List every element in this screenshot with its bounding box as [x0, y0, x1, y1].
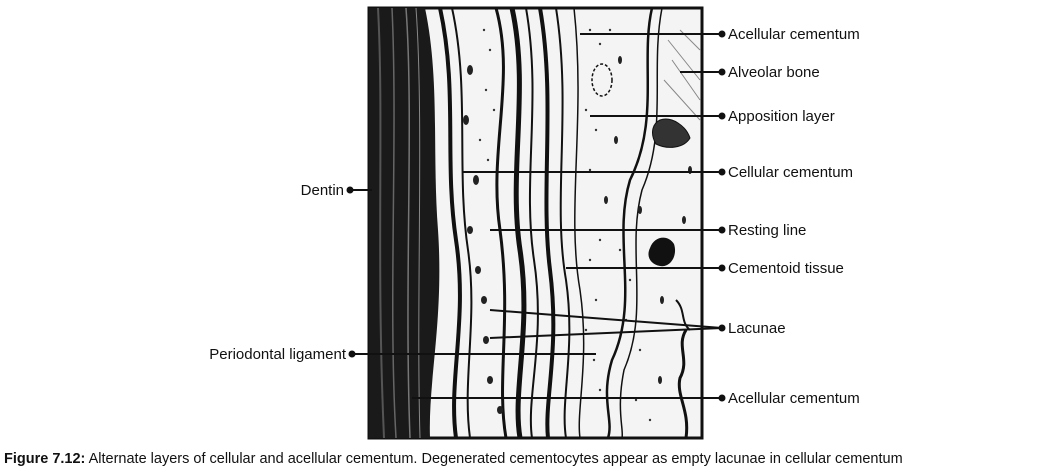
label-resting-line: Resting line	[728, 222, 806, 239]
dentin-region	[369, 8, 440, 438]
label-alveolar-bone: Alveolar bone	[728, 64, 820, 81]
figure-caption: Figure 7.12: Alternate layers of cellula…	[4, 451, 1047, 467]
tissue-illustration	[367, 6, 704, 440]
label-dentin: Dentin	[301, 182, 344, 199]
label-acellular-cementum-top: Acellular cementum	[728, 26, 860, 43]
label-lacunae: Lacunae	[728, 320, 786, 337]
leader-lines	[346, 30, 726, 402]
lacunae-marks	[463, 56, 692, 414]
dark-lacuna-blob	[648, 237, 676, 267]
label-cellular-cementum: Cellular cementum	[728, 164, 853, 181]
label-cementoid-tissue: Cementoid tissue	[728, 260, 844, 277]
caption-text: Alternate layers of cellular and acellul…	[85, 451, 903, 467]
figure-number: Figure 7.12:	[4, 451, 86, 467]
label-periodontal-ligament: Periodontal ligament	[209, 346, 347, 363]
label-acellular-cementum-bottom: Acellular cementum	[728, 390, 860, 407]
label-apposition-layer: Apposition layer	[728, 108, 835, 125]
